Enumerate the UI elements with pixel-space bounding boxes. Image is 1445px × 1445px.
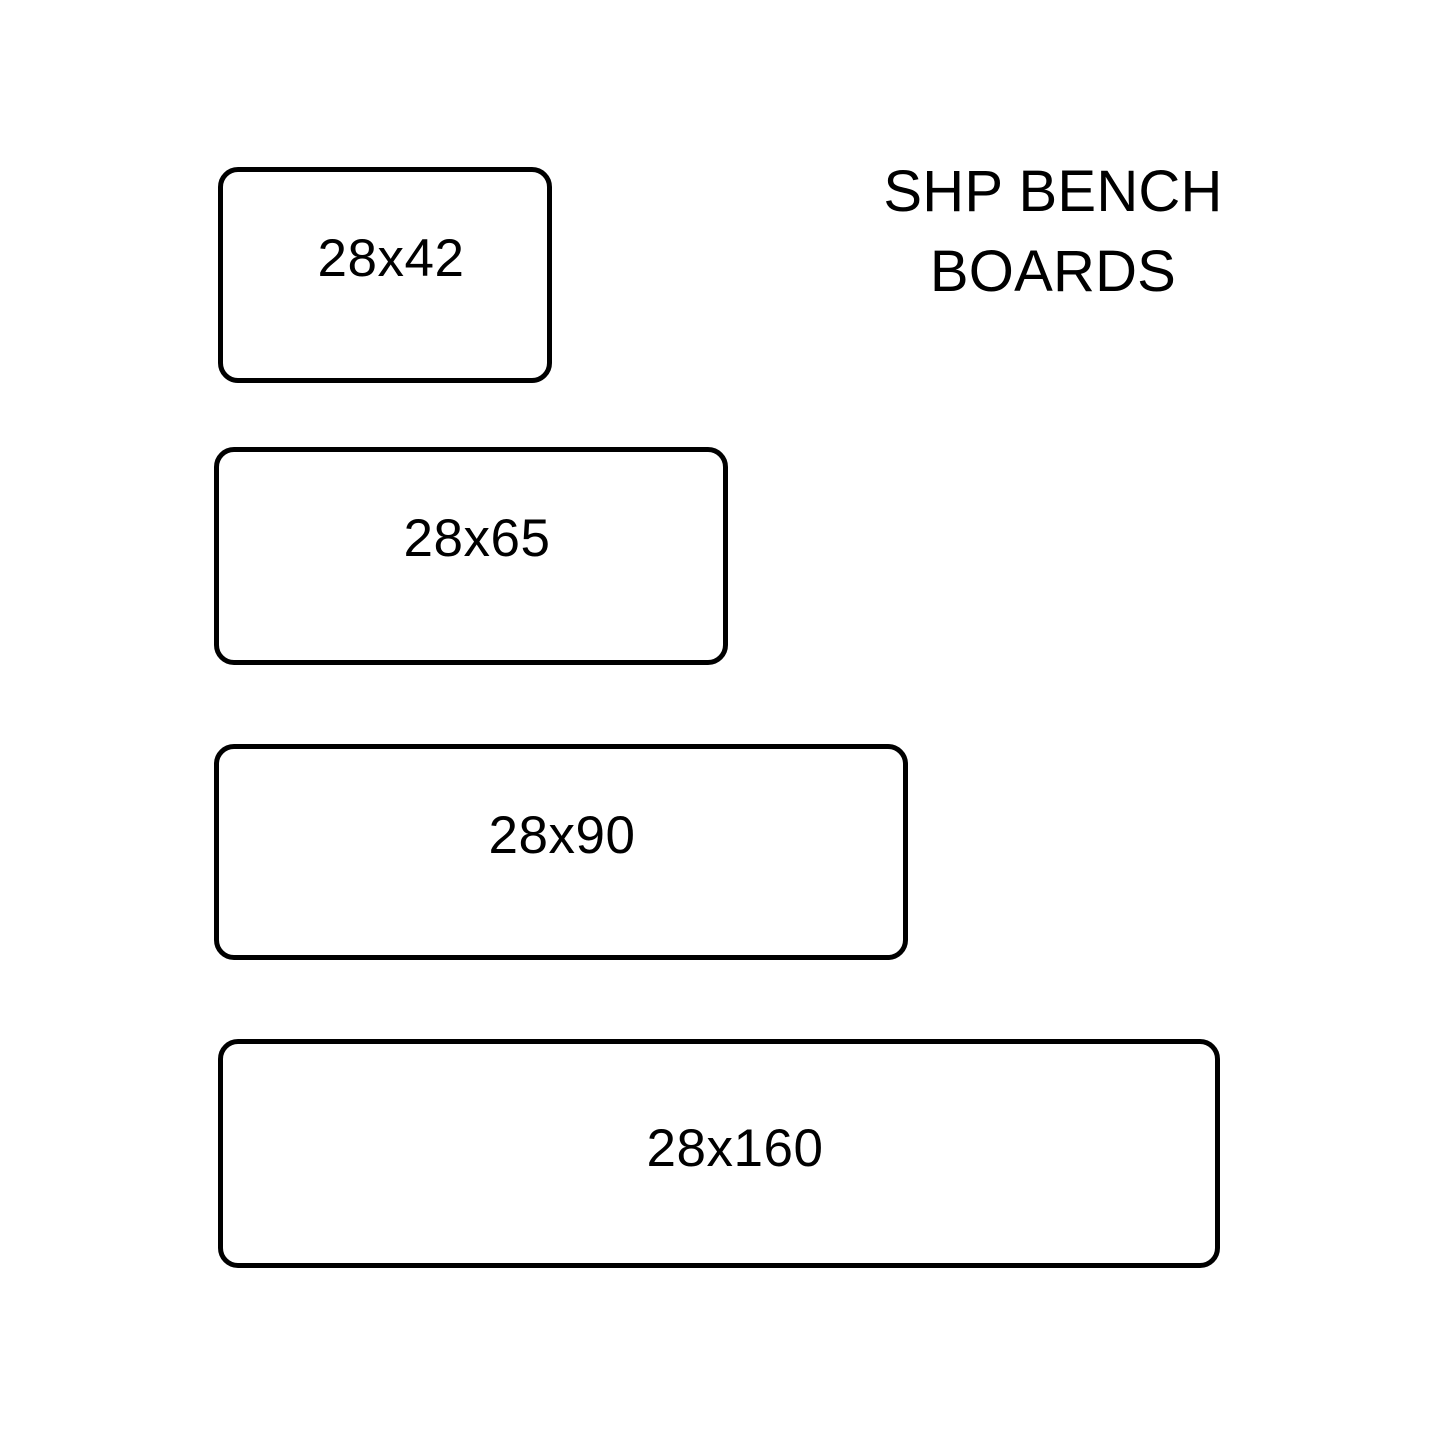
diagram-title-line-1: SHP BENCH bbox=[883, 159, 1223, 224]
diagram-title-line-2: BOARDS bbox=[929, 239, 1177, 304]
board-shape-28x90: 28x90 bbox=[214, 744, 908, 960]
board-shape-28x160: 28x160 bbox=[218, 1039, 1220, 1268]
board-shape-28x65: 28x65 bbox=[214, 447, 728, 665]
board-label-28x90: 28x90 bbox=[488, 805, 636, 865]
board-label-28x65: 28x65 bbox=[403, 508, 551, 568]
diagram-title: SHP BENCH BOARDS bbox=[853, 152, 1253, 312]
board-shape-28x42: 28x42 bbox=[218, 167, 552, 383]
board-label-28x160: 28x160 bbox=[646, 1119, 824, 1178]
board-label-28x42: 28x42 bbox=[317, 228, 465, 288]
